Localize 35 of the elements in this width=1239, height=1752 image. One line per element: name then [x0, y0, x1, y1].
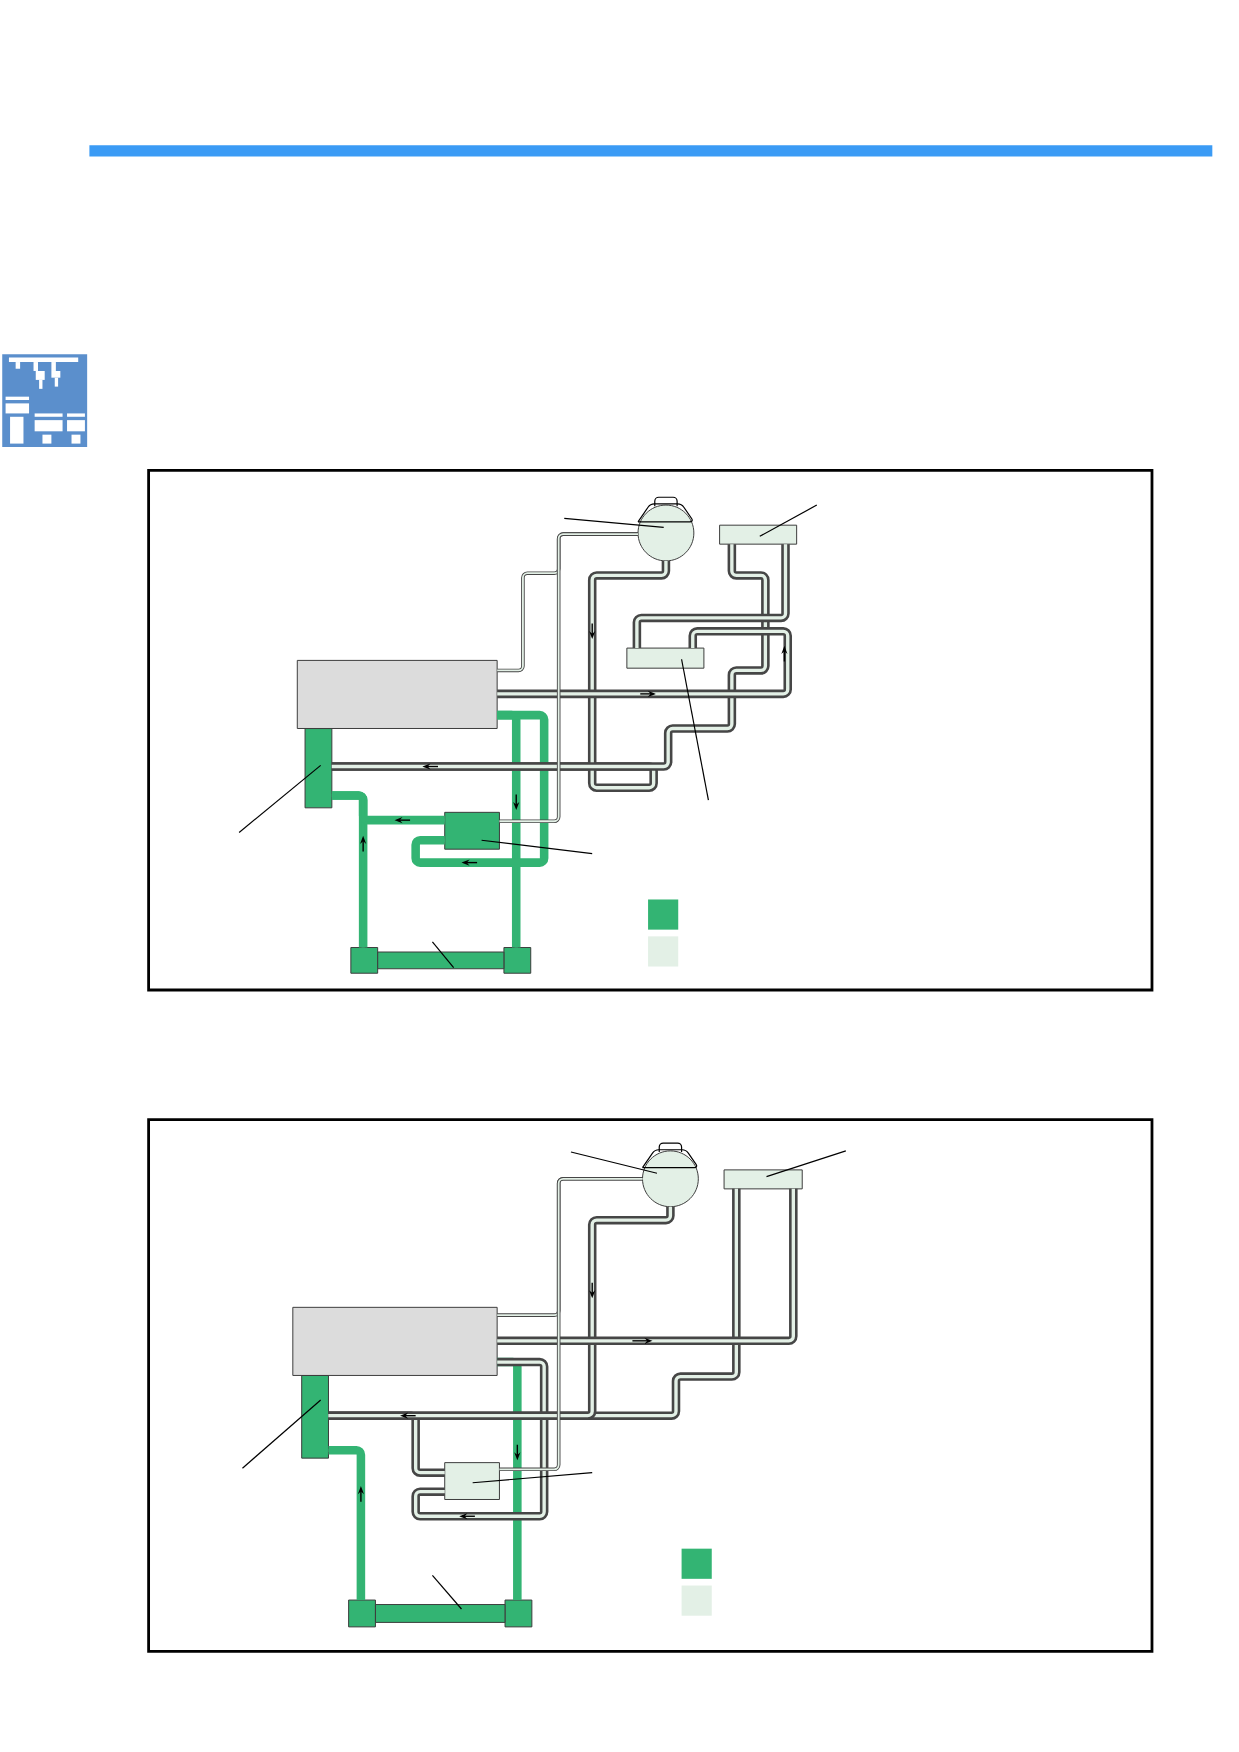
pipe [331, 544, 770, 771]
cylinder-block [301, 1375, 329, 1459]
leader-line [480, 839, 593, 855]
radiator [350, 947, 532, 974]
pipe [498, 532, 639, 824]
pipe [411, 710, 549, 867]
leader-line [570, 1151, 658, 1174]
pipe [328, 1206, 675, 1420]
pipe [632, 544, 790, 649]
leader-line [431, 1574, 462, 1610]
radiator [348, 1599, 533, 1628]
leader-line [765, 1150, 847, 1178]
heat-exchanger [444, 1462, 500, 1500]
leader-line [759, 504, 818, 537]
engine-block [292, 1306, 498, 1376]
leader-line [680, 658, 709, 801]
tank [719, 524, 798, 545]
leader-line [238, 764, 322, 834]
heat-exchanger [444, 811, 500, 850]
expansion-tank [641, 1142, 699, 1208]
pipe [497, 1188, 798, 1346]
engine-block [296, 659, 498, 729]
leader-line [431, 941, 455, 969]
tank [626, 647, 705, 669]
pipe [498, 1177, 644, 1472]
tank [723, 1169, 803, 1190]
expansion-tank [637, 496, 695, 562]
cylinder-block [304, 728, 333, 809]
pipe [331, 791, 445, 825]
pipe [497, 627, 792, 699]
pipe [328, 1446, 366, 1601]
leader-line [471, 1472, 593, 1484]
leader-line [563, 517, 665, 528]
leader-line [241, 1399, 322, 1469]
pipe [411, 1357, 549, 1521]
